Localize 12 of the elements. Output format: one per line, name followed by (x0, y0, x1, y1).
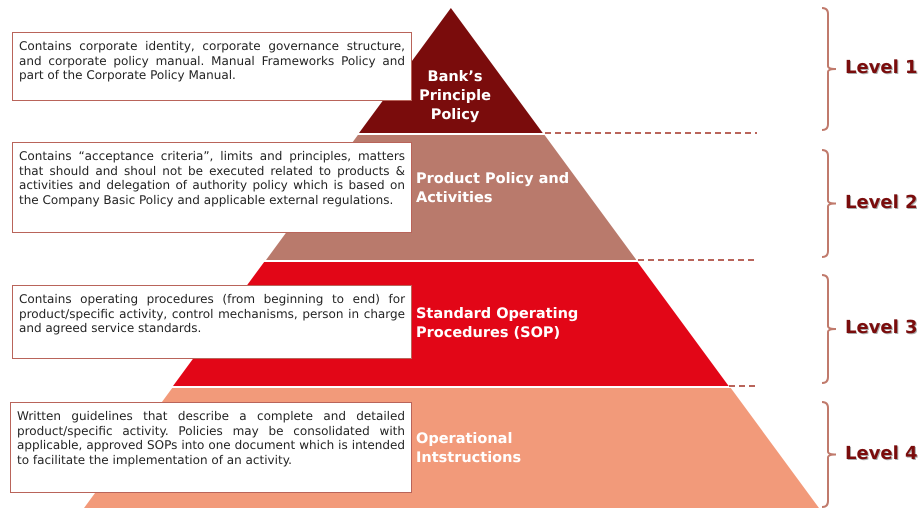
description-box: Contains operating procedures (from beginning to end) for product/specific activity, control mechanisms, person in charge and agreed service standards. (12, 285, 412, 359)
description-box: Contains corporate identity, corporate governance structure, and corporate policy manual. Manual Frameworks Policy and part of the Corporate Policy Manual. (12, 32, 412, 101)
description-box: Written guidelines that describe a complete and detailed product/specific activity. Policies may be consolidated with applicable, approved SOPs into one document which is intended to facilitate the implementation of an activity. (10, 402, 412, 493)
level-label: Level 2 (845, 192, 918, 212)
description-box: Contains “acceptance criteria”, limits and principles, matters that should and shoul not be executed related to products & activities and delegation of authority policy which is based on the Company Basic Policy and applicable external regulations. (12, 142, 412, 233)
tier-title: Product Policy and Activities (416, 170, 570, 208)
level-label: Level 4 (845, 442, 918, 464)
tier-title: Operational Intstructions (416, 430, 522, 468)
tier-title: Standard Operating Procedures (SOP) (416, 305, 580, 343)
level-label: Level 3 (845, 317, 918, 338)
tier-title: Bank’s Principle Policy (418, 68, 492, 125)
level-label: Level 1 (845, 57, 918, 78)
